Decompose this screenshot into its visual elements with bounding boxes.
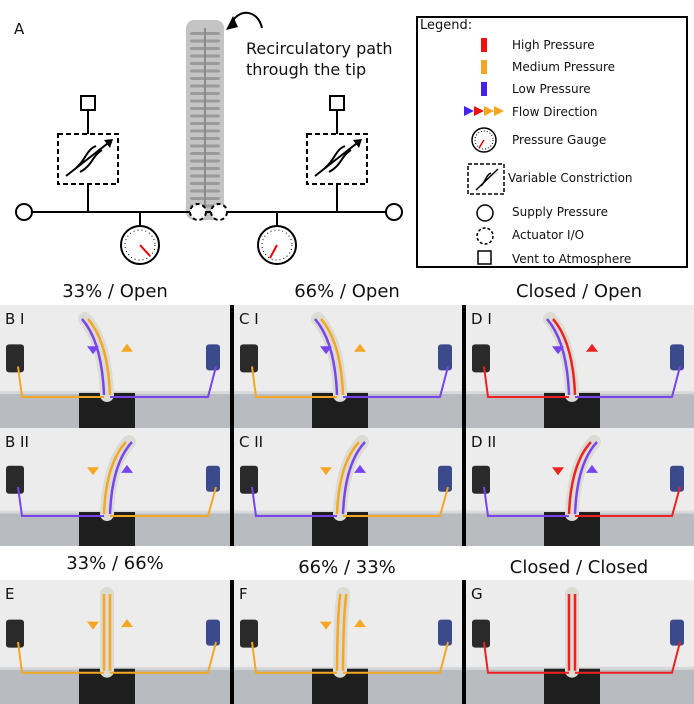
divider bbox=[462, 580, 466, 704]
legend-label-vent: Vent to Atmosphere bbox=[512, 252, 632, 266]
photo-e: E bbox=[0, 580, 230, 704]
photo-b1: B I bbox=[0, 305, 230, 428]
legend-label-supply: Supply Pressure bbox=[512, 205, 608, 219]
actuator-io-left bbox=[189, 203, 207, 221]
vent-left bbox=[80, 95, 96, 111]
supply-pressure-left bbox=[15, 203, 33, 221]
column-title-4: 33% / 66% bbox=[66, 553, 164, 574]
legend-label-actuator: Actuator I/O bbox=[512, 228, 585, 242]
column-title-1: 33% / Open bbox=[62, 281, 168, 302]
photo-d2: D II bbox=[466, 428, 694, 546]
pressure-gauge-left bbox=[120, 225, 160, 265]
pressure-gauge-right bbox=[257, 225, 297, 265]
supply-pressure-right bbox=[385, 203, 403, 221]
legend-label-low: Low Pressure bbox=[512, 82, 591, 96]
medium-pressure-swatch bbox=[481, 60, 487, 74]
actuator-io-right bbox=[210, 203, 228, 221]
actuator-io-icon bbox=[476, 227, 494, 245]
legend-label-high: High Pressure bbox=[512, 38, 595, 52]
variable-constriction-icon bbox=[467, 163, 505, 195]
supply-pressure-icon bbox=[476, 204, 494, 222]
photo-g: G bbox=[466, 580, 694, 704]
actuator-body bbox=[186, 20, 224, 220]
photo-c2: C II bbox=[234, 428, 462, 546]
divider bbox=[462, 305, 466, 546]
flow-direction-icon bbox=[464, 106, 504, 116]
column-title-2: 66% / Open bbox=[294, 281, 400, 302]
pressure-gauge-icon bbox=[471, 127, 497, 153]
photo-d1: D I bbox=[466, 305, 694, 428]
panel-a-letter: A bbox=[14, 20, 25, 38]
divider bbox=[230, 305, 234, 546]
legend-label-medium: Medium Pressure bbox=[512, 60, 616, 74]
schematic-diagram bbox=[15, 12, 403, 265]
low-pressure-swatch bbox=[481, 82, 487, 96]
vent-icon bbox=[477, 250, 492, 265]
photo-f: F bbox=[234, 580, 462, 704]
vent-right bbox=[329, 95, 345, 111]
divider bbox=[230, 580, 234, 704]
legend-label-gauge: Pressure Gauge bbox=[512, 133, 607, 147]
column-title-6: Closed / Closed bbox=[509, 557, 649, 578]
column-title-5: 66% / 33% bbox=[298, 557, 396, 578]
recirculatory-annotation: Recirculatory path through the tip bbox=[246, 39, 393, 79]
legend-label-constriction: Variable Constriction bbox=[508, 171, 633, 185]
high-pressure-swatch bbox=[481, 38, 487, 52]
legend-symbols bbox=[464, 38, 505, 265]
legend: Legend: High Pressure Medium Pressure Lo… bbox=[416, 16, 688, 268]
legend-title: Legend: bbox=[420, 18, 473, 33]
photo-b2: B II bbox=[0, 428, 230, 546]
legend-label-flow: Flow Direction bbox=[512, 105, 598, 119]
column-title-3: Closed / Open bbox=[515, 281, 643, 302]
photo-c1: C I bbox=[234, 305, 462, 428]
